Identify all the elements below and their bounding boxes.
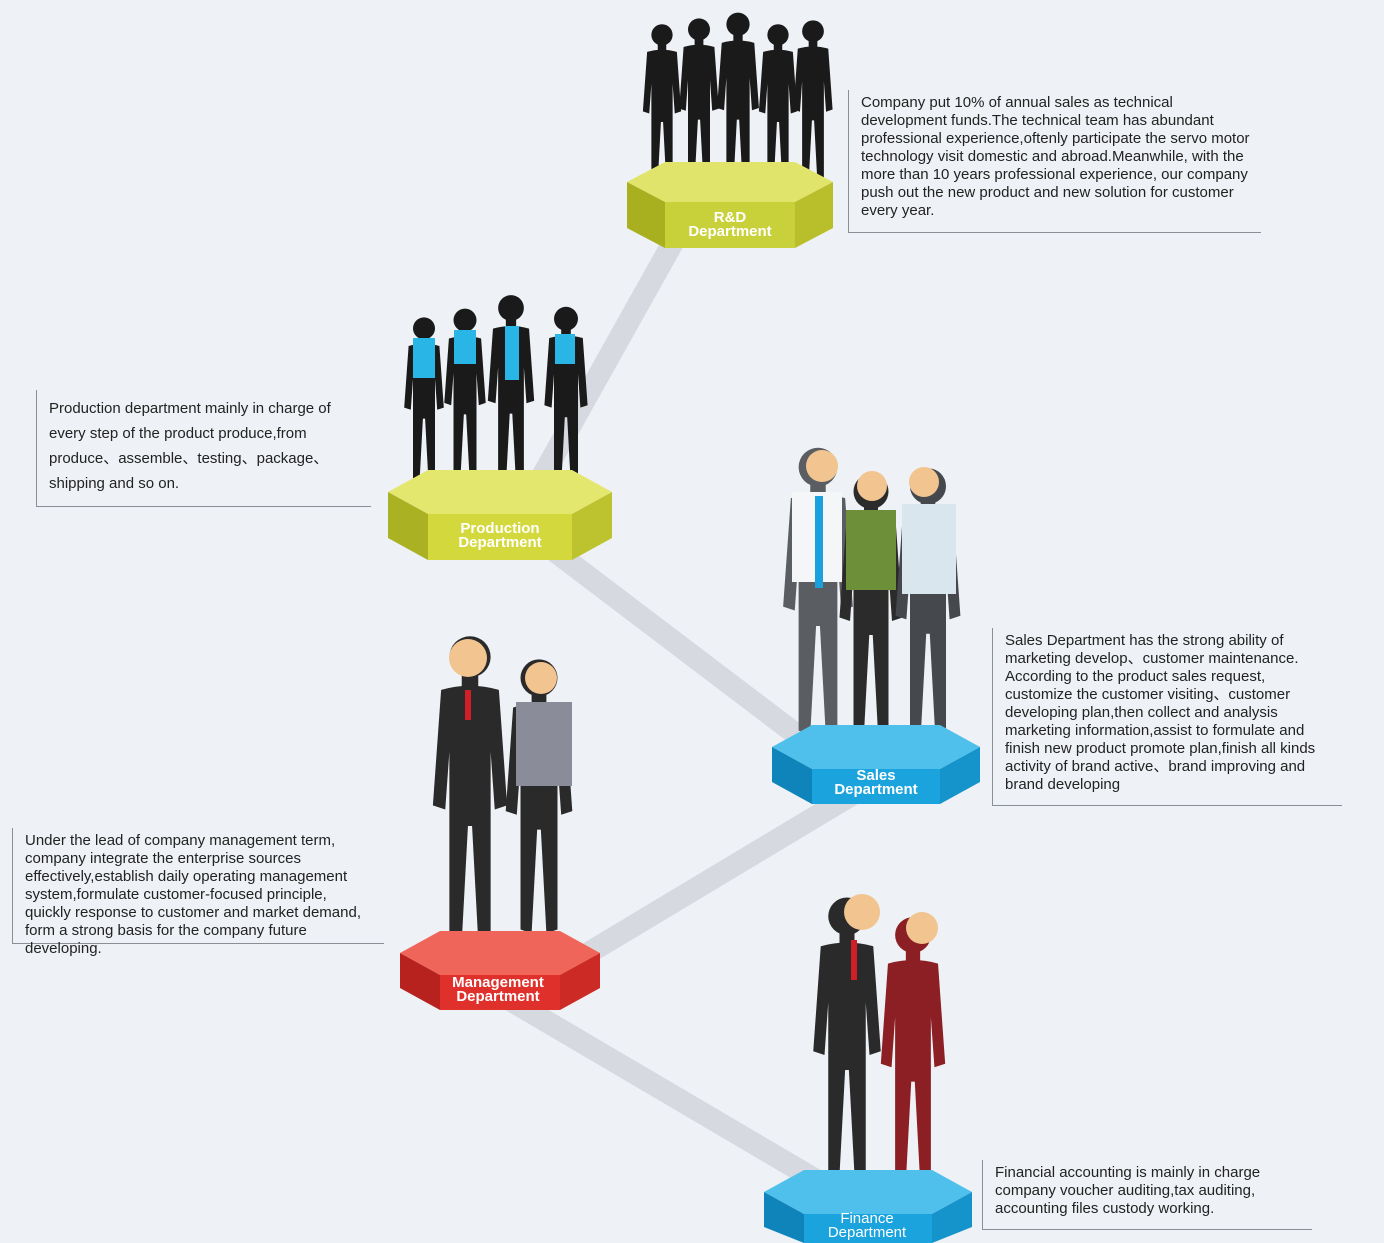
rd-description: Company put 10% of annual sales as techn… <box>848 90 1261 233</box>
sales-description: Sales Department has the strong ability … <box>992 628 1342 806</box>
sales-platform: Sales Department <box>772 725 980 804</box>
sales-label-line2: Department <box>834 781 917 798</box>
management-label-line1: Management <box>452 974 544 991</box>
production-team-figures <box>404 295 588 486</box>
finance-platform: Finance Department <box>764 1170 972 1243</box>
finance-label-line2: Department <box>828 1224 907 1241</box>
rd-label-line1: R&D <box>714 209 747 226</box>
sales-label-line1: Sales <box>856 767 895 784</box>
rd-label-line2: Department <box>688 223 771 240</box>
production-platform: Production Department <box>388 470 612 560</box>
production-label-line1: Production <box>460 520 539 537</box>
rd-team-figures <box>642 12 833 185</box>
management-platform: Management Department <box>400 931 600 1010</box>
connector-sales-management <box>549 779 871 981</box>
sales-team-figures <box>783 447 961 735</box>
finance-team-figures <box>813 894 946 1182</box>
management-description: Under the lead of company management ter… <box>12 828 384 957</box>
management-team-figures <box>432 636 573 942</box>
management-label-line2: Department <box>456 988 539 1005</box>
production-description: Production department mainly in charge o… <box>36 390 371 507</box>
production-label-line2: Department <box>458 534 541 551</box>
rd-platform: R&D Department <box>627 162 833 248</box>
connector-management-finance <box>499 989 861 1211</box>
connector-production-sales <box>529 529 841 771</box>
finance-description: Financial accounting is mainly in charge… <box>982 1160 1312 1230</box>
finance-label-line1: Finance <box>840 1210 893 1227</box>
